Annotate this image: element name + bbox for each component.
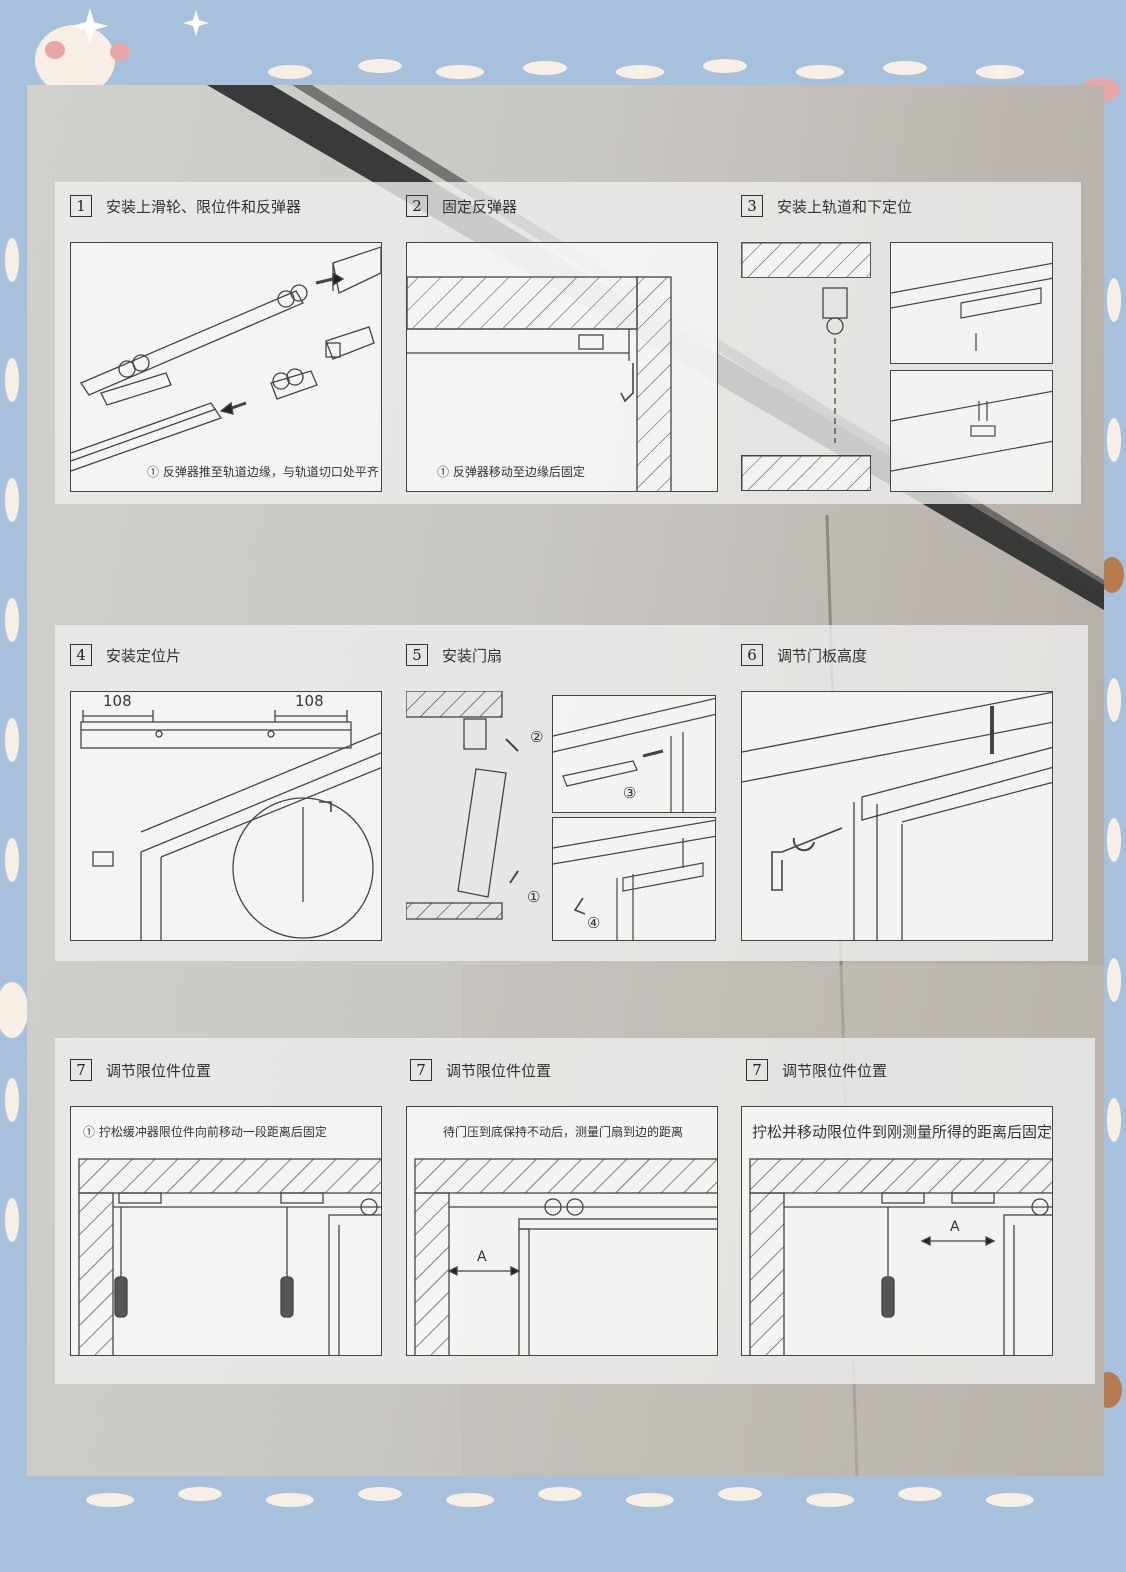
step-2-note: ① 反弹器移动至边缘后固定 [437, 463, 585, 480]
step-title: 调节限位件位置 [782, 1061, 888, 1080]
step-number: 6 [741, 644, 763, 666]
step-5-detail-top: ③ [552, 695, 716, 813]
step-7a-note: ① 拧松缓冲器限位件向前移动一段距离后固定 [83, 1123, 327, 1140]
step-2-header: 2 固定反弹器 [406, 194, 517, 218]
step-7c-panel: 拧松并移动限位件到刚测量所得的距离后固定 A [741, 1106, 1053, 1356]
step-7b-header: 7 调节限位件位置 [410, 1058, 551, 1082]
arrow-icon [505, 738, 519, 752]
step-number: 2 [406, 195, 428, 217]
rebounder-fixing-drawing [407, 276, 672, 491]
step-title: 调节限位件位置 [106, 1061, 212, 1080]
stopper-fix-drawing [749, 1158, 1052, 1355]
step-6-header: 6 调节门板高度 [741, 643, 867, 667]
note-number: ① [147, 465, 160, 479]
arrow-icon [315, 277, 334, 285]
note-text: 拧松缓冲器限位件向前移动一段距离后固定 [98, 1125, 327, 1139]
step-number: 7 [746, 1059, 768, 1081]
hex-key-icon [771, 827, 843, 891]
step-3-detail-top [890, 242, 1053, 364]
step-title: 安装上轨道和下定位 [777, 197, 913, 216]
dim-a: A [477, 1249, 487, 1265]
step-number: 7 [70, 1059, 92, 1081]
step-3-floor-panel [741, 455, 871, 491]
step-title: 安装上滑轮、限位件和反弹器 [106, 197, 302, 216]
step-number: 7 [410, 1059, 432, 1081]
step-title: 固定反弹器 [442, 197, 518, 216]
step-7a-header: 7 调节限位件位置 [70, 1058, 211, 1082]
dim-a: A [950, 1219, 960, 1235]
arrow-icon [509, 870, 519, 884]
screwdriver-icon [280, 1207, 294, 1318]
callout-2: ② [530, 728, 544, 746]
callout-3: ③ [623, 784, 637, 802]
step-4-panel: 108 108 [70, 691, 382, 941]
step-7b-panel: 待门压到底保持不动后，测量门扇到边的距离 A [406, 1106, 718, 1356]
step-7b-note: 待门压到底保持不动后，测量门扇到边的距离 [443, 1125, 684, 1139]
step-number: 4 [70, 644, 92, 666]
note-text: 反弹器推至轨道边缘，与轨道切口处平齐 [162, 465, 379, 479]
screwdriver-icon [114, 1207, 128, 1318]
step-1-panel: ① 反弹器推至轨道边缘，与轨道切口处平齐 [70, 242, 382, 492]
measure-distance-drawing [414, 1158, 717, 1355]
hex-key-icon [620, 363, 634, 403]
step-number: 1 [70, 195, 92, 217]
note-number: ① [83, 1125, 96, 1139]
positioning-plate-drawing [80, 710, 381, 940]
step-1-note: ① 反弹器推至轨道边缘，与轨道切口处平齐 [147, 463, 379, 480]
step-3-left-panel [741, 242, 871, 278]
step-7a-panel: ① 拧松缓冲器限位件向前移动一段距离后固定 [70, 1106, 382, 1356]
step-title: 安装门扇 [442, 646, 503, 665]
step-3-header: 3 安装上轨道和下定位 [741, 194, 912, 218]
dim-right: 108 [295, 692, 324, 710]
step-3-detail-bottom [890, 370, 1053, 492]
stopper-loosen-drawing [78, 1158, 381, 1355]
step-2-panel: ① 反弹器移动至边缘后固定 [406, 242, 718, 492]
step-5-detail-bottom: ④ [552, 817, 716, 941]
hex-key-icon [573, 897, 586, 915]
step-1-header: 1 安装上滑轮、限位件和反弹器 [70, 194, 301, 218]
step-3-track-drawing [822, 287, 848, 443]
step-5-door-drawing [406, 691, 519, 920]
note-number: ① [437, 465, 450, 479]
step-number: 5 [406, 644, 428, 666]
roller-assembly-drawing [71, 246, 381, 472]
step-4-header: 4 安装定位片 [70, 643, 181, 667]
dim-left: 108 [103, 692, 132, 710]
step-title: 调节限位件位置 [446, 1061, 552, 1080]
step-7c-note: 拧松并移动限位件到刚测量所得的距离后固定 [752, 1123, 1053, 1141]
callout-4: ④ [587, 914, 601, 932]
hex-key-icon [319, 801, 332, 812]
note-text: 反弹器移动至边缘后固定 [452, 465, 585, 479]
step-6-panel [741, 691, 1053, 941]
screwdriver-icon [881, 1207, 895, 1318]
callout-1: ① [527, 888, 541, 906]
step-title: 调节门板高度 [777, 646, 868, 665]
step-title: 安装定位片 [106, 646, 182, 665]
step-number: 3 [741, 195, 763, 217]
height-adjust-drawing [742, 692, 1052, 940]
step-5-header: 5 安装门扇 [406, 643, 502, 667]
step-7c-header: 7 调节限位件位置 [746, 1058, 887, 1082]
